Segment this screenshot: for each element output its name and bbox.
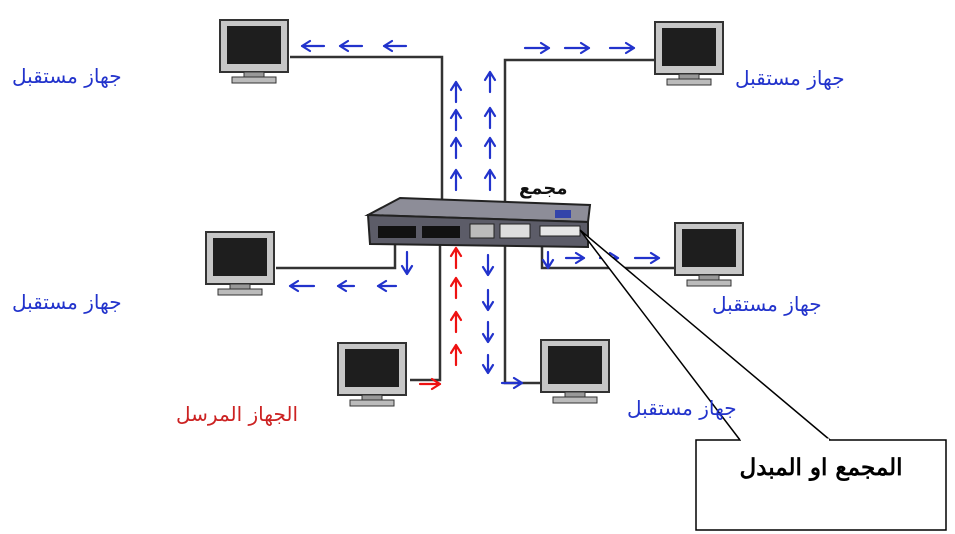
sender-label: الجهاز المرسل [176, 402, 299, 426]
monitor-icon [654, 21, 724, 86]
callout-box [579, 229, 947, 531]
monitor-icon [205, 231, 275, 296]
monitor-icon [540, 339, 610, 404]
monitor-icon [337, 342, 407, 407]
receiver-label-top-right: جهاز مستقبل [735, 66, 845, 90]
receiver-label-top-left: جهاز مستقبل [12, 64, 122, 88]
send-arrows [418, 246, 463, 391]
callout-label: المجمع او المبدل [739, 454, 903, 481]
receiver-label-bottom: جهاز مستقبل [627, 396, 737, 420]
monitor-icon [219, 19, 289, 84]
monitor-icon [674, 222, 744, 287]
receiver-label-mid-right: جهاز مستقبل [712, 292, 822, 316]
receiver-label-mid-left: جهاز مستقبل [12, 290, 122, 314]
hub-label: مجمع [519, 178, 568, 199]
receive-arrows [288, 39, 661, 390]
hub-device-icon [364, 196, 592, 249]
